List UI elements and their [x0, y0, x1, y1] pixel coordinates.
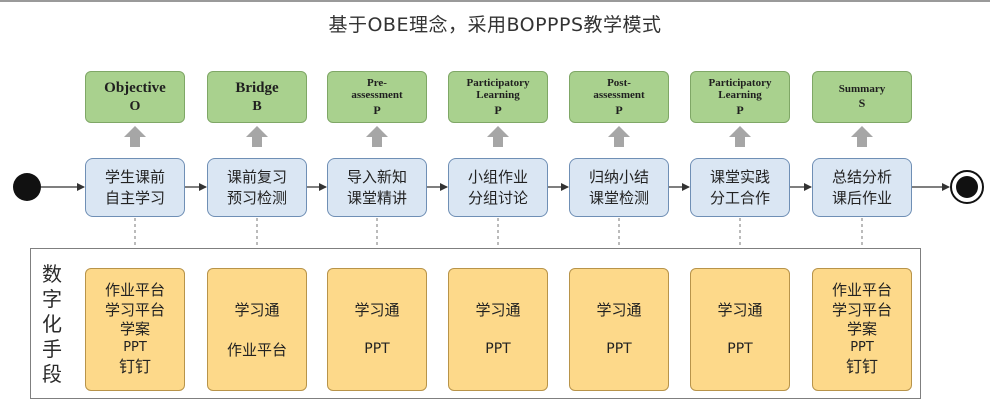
phase-letter: P [494, 102, 502, 117]
tool-box: 学习通 PPT [448, 268, 548, 391]
phase-name: Participatory [708, 77, 772, 90]
up-arrow-icon [729, 126, 751, 147]
tool-item: PPT [850, 339, 874, 355]
tool-item: 作业平台 [226, 340, 287, 359]
phase-name: Participatory [466, 77, 530, 90]
up-arrow-icon [366, 126, 388, 147]
step-text: 总结分析 [831, 167, 892, 186]
tool-item: PPT [606, 341, 632, 358]
step-text: 预习检测 [226, 188, 287, 207]
tool-item: 学习平台 [104, 300, 165, 319]
step-text: 分组讨论 [467, 188, 528, 207]
side-label-char: 数 [42, 262, 62, 286]
tool-item: 学习通 [717, 301, 763, 320]
phase-name: assessment [593, 89, 645, 102]
step-text: 学生课前 [104, 167, 165, 186]
tool-item: PPT [123, 339, 147, 355]
start-node-icon [13, 173, 41, 201]
top-border-line [0, 0, 990, 2]
phase-name: Post- [607, 77, 631, 90]
step-text: 自主学习 [104, 188, 165, 207]
tool-item: 学习通 [596, 301, 642, 320]
phase-letter: P [373, 102, 381, 117]
tool-box: 学习通作业平台 [207, 268, 307, 391]
phase-letter: S [858, 96, 866, 111]
tool-item: PPT [727, 341, 753, 358]
step-text: 小组作业 [467, 167, 528, 186]
tool-item: 学习平台 [831, 300, 892, 319]
step-box: 总结分析课后作业 [812, 158, 912, 217]
phase-name: Objective [104, 80, 166, 97]
phase-name: Bridge [235, 80, 279, 97]
up-arrow-icon [851, 126, 873, 147]
tool-box: 学习通 PPT [690, 268, 790, 391]
side-label-char: 化 [42, 312, 62, 336]
step-text: 课堂检测 [588, 188, 649, 207]
step-box: 学生课前自主学习 [85, 158, 185, 217]
step-text: 分工合作 [709, 188, 770, 207]
end-node-core-icon [956, 176, 978, 198]
diagram-title: 基于OBE理念，采用BOPPPS教学模式 [328, 14, 662, 36]
tool-item: 学习通 [234, 300, 280, 319]
step-text: 课堂实践 [709, 167, 770, 186]
tool-item: 学习通 [354, 301, 400, 320]
tool-item: PPT [485, 341, 511, 358]
up-arrow-icon [487, 126, 509, 147]
tool-item: 学案 [119, 320, 150, 339]
step-text: 课前复习 [226, 167, 287, 186]
phase-name: Learning [718, 89, 762, 102]
phase-letter: O [129, 98, 141, 114]
tool-item: 学案 [846, 320, 877, 339]
phase-letter: P [615, 102, 623, 117]
step-text: 归纳小结 [588, 167, 649, 186]
up-arrow-icon [608, 126, 630, 147]
tool-item: 钉钉 [118, 356, 151, 376]
digital-means-label: 数 字 化 手 段 [40, 262, 64, 387]
tool-item: 学习通 [475, 301, 521, 320]
step-text: 导入新知 [346, 167, 407, 186]
tool-item: PPT [364, 341, 390, 358]
phase-name: Summary [838, 83, 886, 96]
step-box: 课前复习预习检测 [207, 158, 307, 217]
side-label-char: 手 [42, 337, 62, 361]
phase-name: assessment [351, 89, 403, 102]
up-arrow-icon [246, 126, 268, 147]
tool-box: 学习通 PPT [327, 268, 427, 391]
side-label-char: 字 [42, 287, 62, 311]
side-label-char: 段 [42, 362, 62, 386]
step-box: 导入新知课堂精讲 [327, 158, 427, 217]
up-arrow-icon [124, 126, 146, 147]
tool-item: 作业平台 [831, 281, 892, 300]
phase-letter: P [736, 102, 744, 117]
step-box: 归纳小结课堂检测 [569, 158, 669, 217]
phase-name: Pre- [367, 77, 387, 90]
step-text: 课堂精讲 [346, 188, 407, 207]
step-box: 课堂实践分工合作 [690, 158, 790, 217]
tool-item: 钉钉 [845, 356, 878, 376]
phase-name: Learning [476, 89, 520, 102]
step-box: 小组作业分组讨论 [448, 158, 548, 217]
phase-letter: B [252, 98, 262, 114]
step-text: 课后作业 [831, 188, 892, 207]
tool-box: 学习通 PPT [569, 268, 669, 391]
tool-item: 作业平台 [104, 281, 165, 300]
